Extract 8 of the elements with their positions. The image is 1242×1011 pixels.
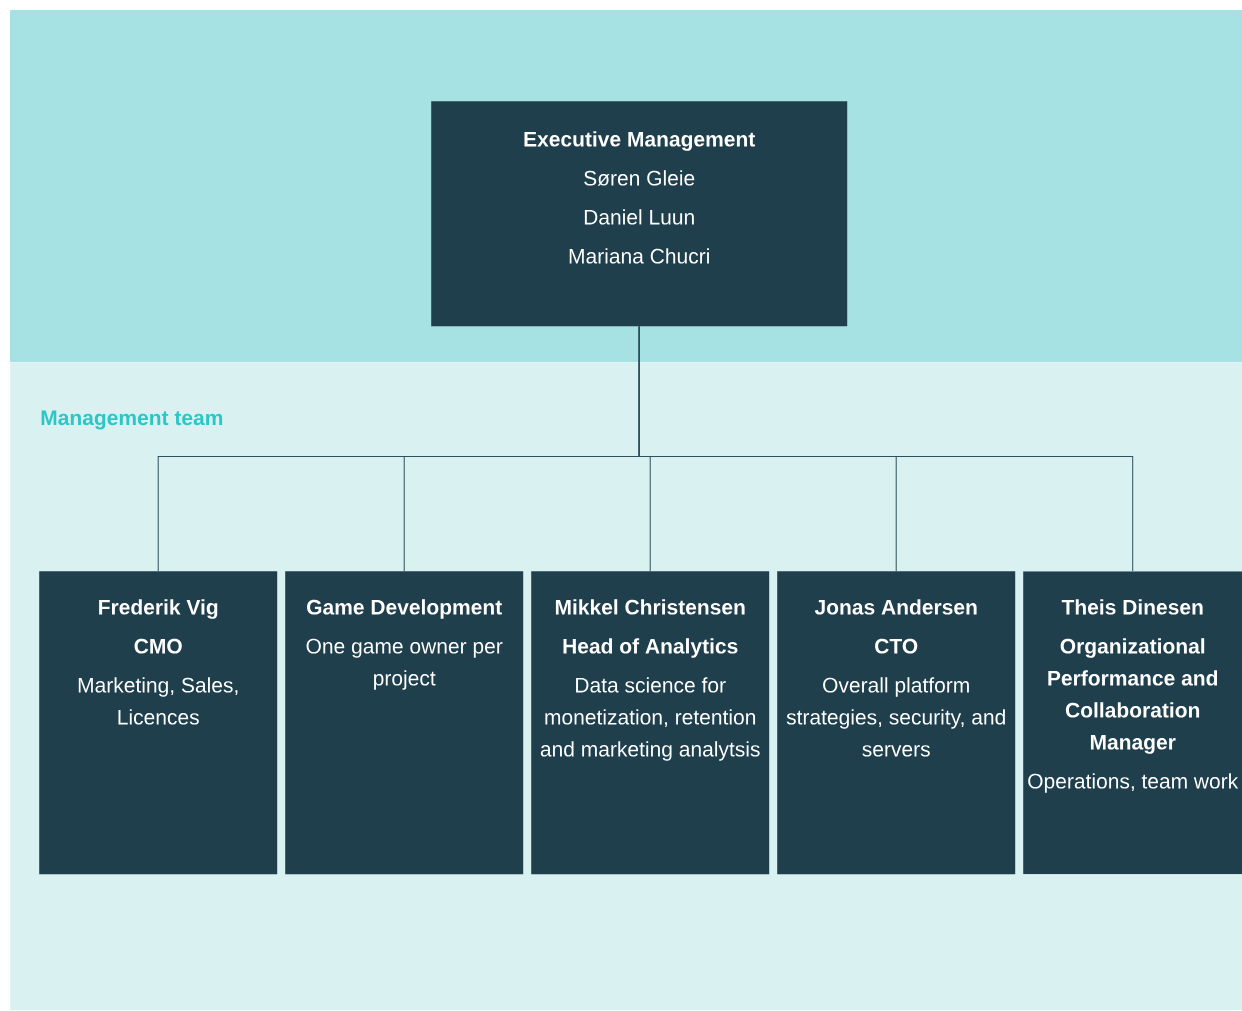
- connector-line: [638, 325, 1134, 572]
- person-box: Mikkel Christensen Head of Analytics Data science for monetization, retention and marketing analytsis: [531, 571, 770, 875]
- person-box: Frederik Vig CMO Marketing, Sales, Licences: [39, 571, 278, 875]
- section-heading: Management team: [41, 410, 223, 430]
- person-box: Game Development One game owner per project: [285, 571, 524, 875]
- person-box: Theis Dinesen Organizational Performance and Collaboration Manager Operations, team work: [1023, 571, 1242, 875]
- executive-box: Executive Management Søren Gleie Daniel Luun Mariana Chucri: [431, 101, 848, 327]
- person-box: Jonas Andersen CTO Overall platform strategies, security, and servers: [777, 571, 1016, 875]
